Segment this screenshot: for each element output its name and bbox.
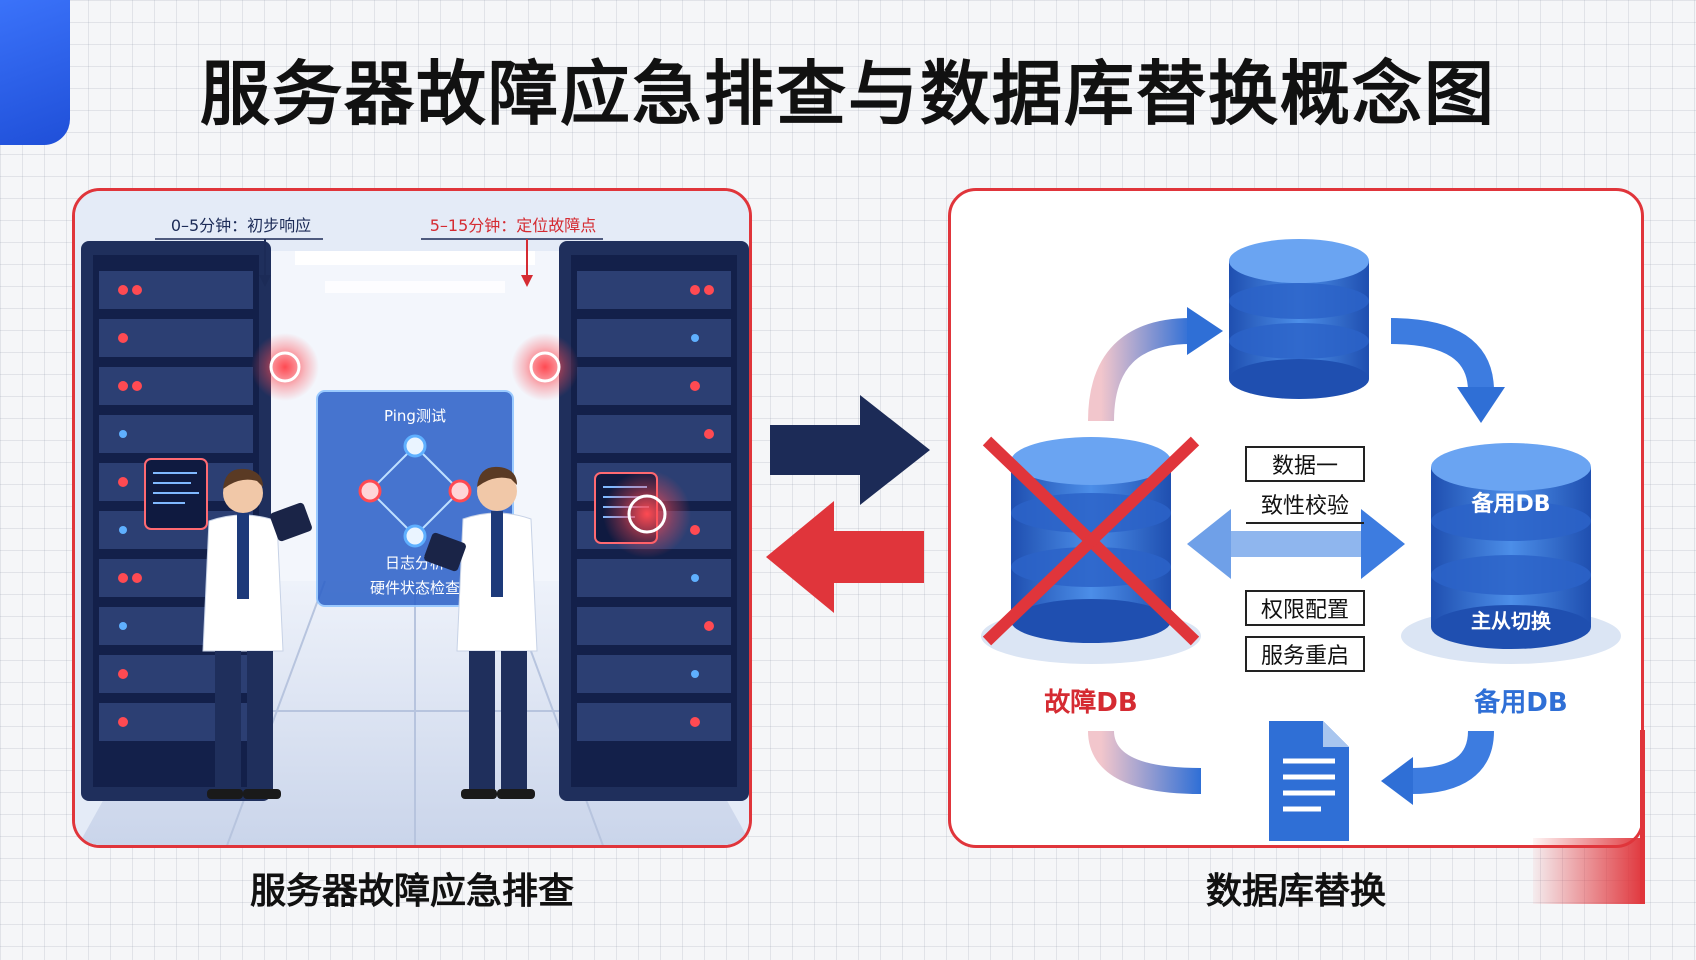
master-slave-label: 主从切换 xyxy=(1471,609,1552,633)
decor-red-block xyxy=(1533,838,1645,904)
backup-db-label: 备用DB xyxy=(1473,688,1567,718)
left-caption: 服务器故障应急排查 xyxy=(249,871,574,912)
right-server-rack xyxy=(511,241,749,801)
flow-arrow-up xyxy=(1088,318,1192,422)
step-consistency-label: 致性校验 xyxy=(1261,494,1349,519)
server-troubleshooting-panel: Ping测试 日志分析 硬件状态检查 0–5分钟：初步响应 5–15分钟：定位故… xyxy=(72,188,752,848)
double-arrow-left xyxy=(1187,509,1231,579)
backup-database-icon: 备用DB 主从切换 xyxy=(1401,443,1621,664)
backup-db-badge: 备用DB xyxy=(1470,491,1550,517)
step-labels: 数据一 致性校验 权限配置 服务重启 xyxy=(1245,446,1365,672)
corner-accent xyxy=(0,0,70,145)
step-data-label: 数据一 xyxy=(1272,454,1338,479)
hardware-check-label: 硬件状态检查 xyxy=(370,579,460,597)
step-permission-label: 权限配置 xyxy=(1261,598,1349,623)
database-replacement-panel: 备用DB 主从切换 数据一 致性校验 权限配置 服务重启 故障DB 备用DB xyxy=(948,188,1644,848)
faulty-database-icon xyxy=(981,436,1201,664)
phase1-label: 0–5分钟：初步响应 xyxy=(171,216,311,235)
step-restart-label: 服务重启 xyxy=(1261,644,1349,669)
tablet-icon xyxy=(270,502,312,542)
phase1-arrow xyxy=(259,275,271,287)
phase2-arrow xyxy=(521,275,533,287)
decor-red-line xyxy=(1640,730,1645,904)
faulty-db-label: 故障DB xyxy=(1044,687,1137,718)
phase2-label: 5–15分钟：定位故障点 xyxy=(430,216,597,235)
flow-arrow-bottom-right xyxy=(1088,729,1202,794)
flow-arrow-down xyxy=(1390,318,1494,392)
left-arrow-icon xyxy=(766,501,924,613)
database-switch-diagram: 备用DB 主从切换 数据一 致性校验 权限配置 服务重启 故障DB 备用DB xyxy=(981,239,1621,841)
top-database-icon xyxy=(1229,239,1369,399)
page-title: 服务器故障应急排查与数据库替换概念图 xyxy=(200,53,1496,135)
right-arrow-icon xyxy=(770,395,930,505)
exchange-arrows xyxy=(766,395,930,613)
document-icon xyxy=(1269,721,1349,841)
ping-test-label: Ping测试 xyxy=(384,407,446,425)
server-room-illustration: Ping测试 日志分析 硬件状态检查 0–5分钟：初步响应 5–15分钟：定位故… xyxy=(75,191,749,845)
double-arrow-right xyxy=(1361,509,1405,579)
right-caption: 数据库替换 xyxy=(1205,871,1386,912)
technician-left xyxy=(202,468,312,799)
flow-arrow-bottom-left xyxy=(1410,730,1494,794)
tablet-icon xyxy=(424,532,466,572)
technician-right xyxy=(424,466,538,799)
